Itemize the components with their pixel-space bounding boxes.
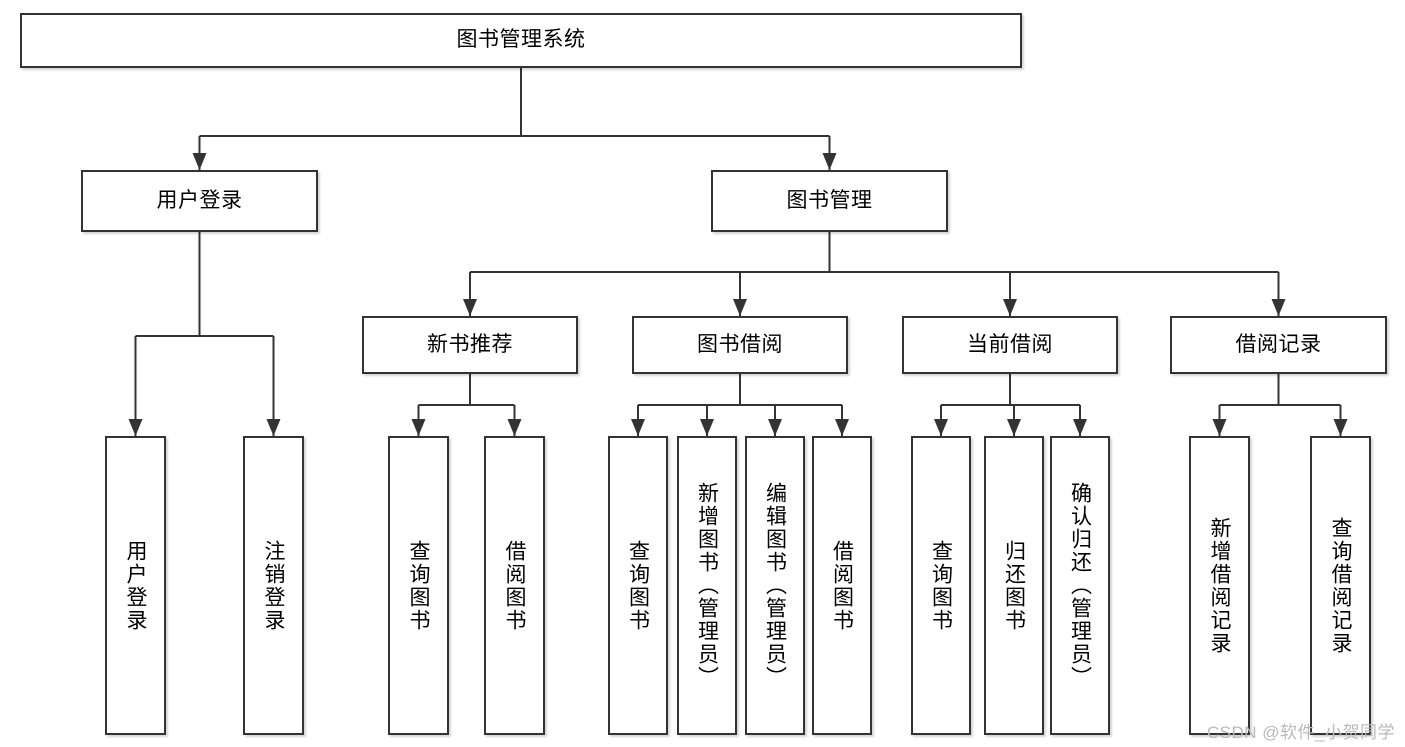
arrow-head-icon (822, 153, 837, 170)
node-borrow-record[interactable]: 借阅记录 (1170, 316, 1387, 374)
node-leaf-login[interactable]: 用户登录 (105, 436, 166, 735)
arrow-head-icon (192, 153, 207, 170)
arrow-head-icon (631, 419, 645, 436)
arrow-head-icon (463, 299, 477, 316)
node-label: 查询图书 (407, 539, 430, 632)
node-book-borrow[interactable]: 图书借阅 (632, 316, 848, 374)
node-leaf-edit-book[interactable]: 编辑图书（管理员） (745, 436, 805, 735)
node-leaf-add-book[interactable]: 新增图书（管理员） (677, 436, 737, 735)
arrow-head-icon (266, 419, 281, 436)
arrow-head-icon (700, 419, 714, 436)
node-leaf-query-2[interactable]: 查询图书 (608, 436, 668, 735)
node-current-borrow[interactable]: 当前借阅 (902, 316, 1118, 374)
node-book-manage[interactable]: 图书管理 (711, 170, 948, 232)
arrow-head-icon (934, 419, 948, 436)
node-label: 新增借阅记录 (1208, 516, 1231, 655)
node-leaf-return[interactable]: 归还图书 (984, 436, 1044, 735)
node-label: 用户登录 (156, 188, 243, 212)
node-label: 查询图书 (626, 539, 650, 632)
arrow-head-icon (128, 419, 143, 436)
node-leaf-query-rec[interactable]: 查询借阅记录 (1310, 436, 1371, 735)
watermark-label: CSDN @软件_小贺同学 (1206, 723, 1395, 742)
node-label: 查询借阅记录 (1329, 516, 1352, 655)
arrow-head-icon (1333, 419, 1348, 436)
node-leaf-borrow-1[interactable]: 借阅图书 (484, 436, 545, 735)
arrow-head-icon (768, 419, 782, 436)
arrow-head-icon (1073, 419, 1087, 436)
node-label: 借阅记录 (1235, 332, 1322, 356)
node-user-login[interactable]: 用户登录 (81, 170, 318, 232)
arrow-head-icon (1271, 299, 1286, 316)
node-label: 编辑图书（管理员） (763, 482, 787, 689)
node-label: 新书推荐 (427, 332, 513, 356)
arrow-head-icon (1003, 299, 1017, 316)
node-label: 归还图书 (1002, 539, 1026, 632)
node-label: 注销登录 (262, 539, 285, 632)
node-label: 图书管理 (786, 188, 873, 212)
node-label: 借阅图书 (830, 539, 854, 632)
arrow-head-icon (507, 419, 522, 436)
node-label: 借阅图书 (503, 539, 526, 632)
node-label: 查询图书 (929, 539, 953, 632)
node-label: 图书管理系统 (456, 28, 586, 52)
node-label: 用户登录 (124, 539, 147, 632)
node-leaf-add-rec[interactable]: 新增借阅记录 (1189, 436, 1250, 735)
node-root[interactable]: 图书管理系统 (20, 13, 1022, 68)
node-label: 确认归还（管理员） (1068, 482, 1092, 689)
node-leaf-logout[interactable]: 注销登录 (243, 436, 304, 735)
arrow-head-icon (1007, 419, 1021, 436)
node-label: 当前借阅 (967, 332, 1053, 356)
arrow-head-icon (835, 419, 849, 436)
arrow-head-icon (411, 419, 426, 436)
node-label: 图书借阅 (697, 332, 783, 356)
node-leaf-query-3[interactable]: 查询图书 (911, 436, 971, 735)
node-leaf-query-1[interactable]: 查询图书 (388, 436, 449, 735)
node-label: 新增图书（管理员） (695, 482, 719, 689)
node-leaf-confirm[interactable]: 确认归还（管理员） (1050, 436, 1110, 735)
node-leaf-borrow-2[interactable]: 借阅图书 (812, 436, 872, 735)
arrow-head-icon (733, 299, 747, 316)
arrow-head-icon (1212, 419, 1227, 436)
node-new-book-rec[interactable]: 新书推荐 (362, 316, 578, 374)
